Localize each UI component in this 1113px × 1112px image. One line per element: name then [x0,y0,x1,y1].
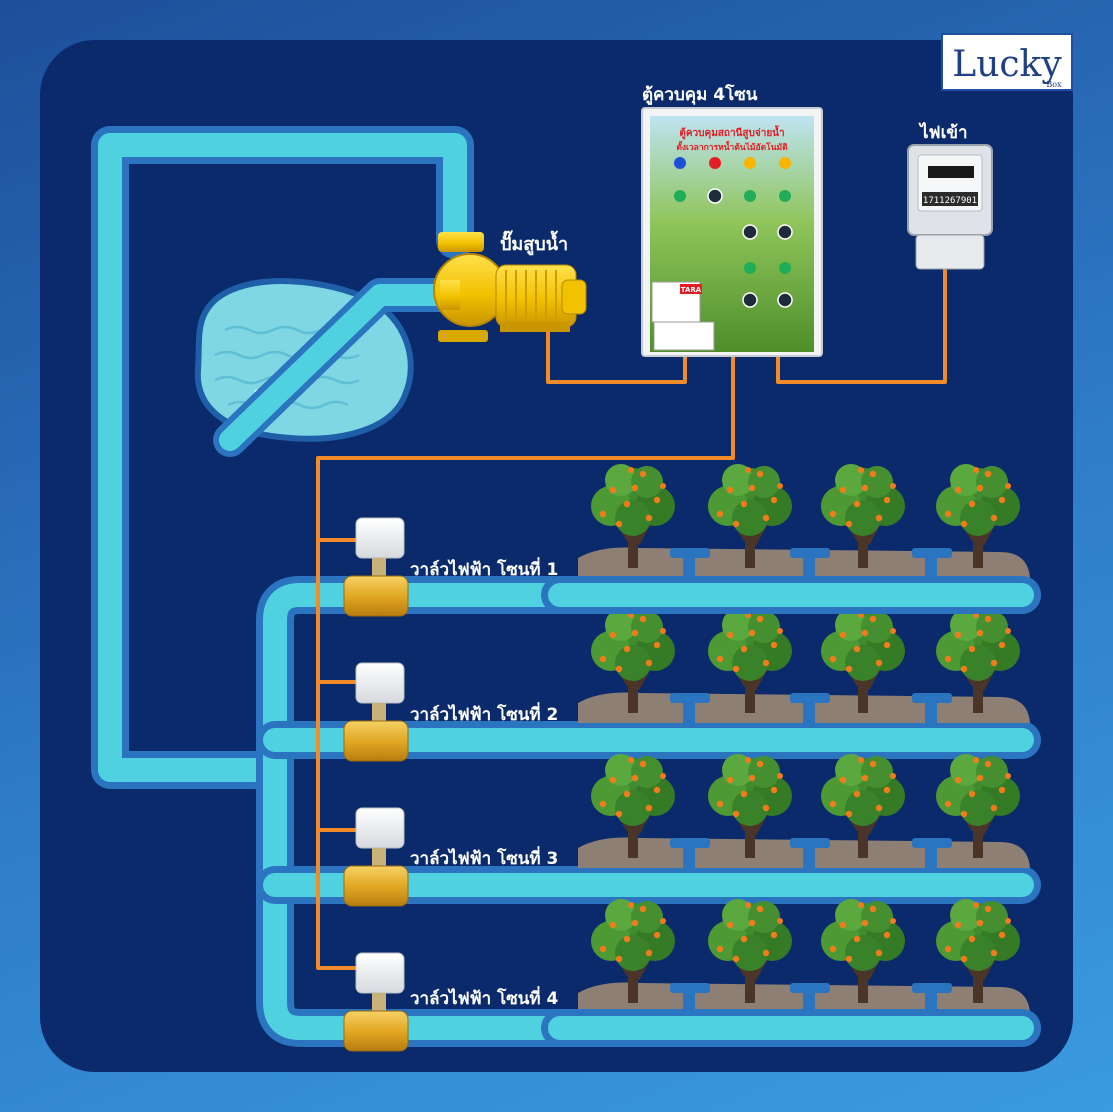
panel-header-line2: ตั้งเวลาการหน้ำต้นไม้อัตโนมัติ [676,140,788,153]
panel-indicator-lights [674,157,791,274]
electric-valve-zone-4 [343,952,409,1052]
electric-valve-zone-1 [343,517,409,617]
lucky-box-logo: Lucky Box [941,33,1073,91]
panel-selector-dials [707,188,793,308]
control-wires [316,268,947,970]
logo-subtext: Box [1046,80,1062,89]
panel-info-sticker: TARA [651,281,715,351]
panel-brand-tag: TARA [681,286,702,294]
water-pump [433,232,587,342]
valve-label-zone-1: วาล์วไฟฟ้า โซนที่ 1 [410,557,558,580]
power-in-label: ไฟเข้า [918,122,968,143]
valve-label-zone-2: วาล์วไฟฟ้า โซนที่ 2 [410,702,558,725]
meter-reading: 1711267901 [923,196,977,206]
zone-row-2 [578,609,1030,725]
electric-valve-zone-3 [343,807,409,907]
control-box: ตู้ควบคุมสถานีสูบจ่ายน้ำ ตั้งเวลาการหน้ำ… [641,107,823,357]
electric-meter: 1711267901 [907,144,993,270]
valve-label-zone-4: วาล์วไฟฟ้า โซนที่ 4 [410,986,559,1009]
valve-label-zone-3: วาล์วไฟฟ้า โซนที่ 3 [410,846,558,869]
zone-row-3 [578,754,1030,870]
panel-header-line1: ตู้ควบคุมสถานีสูบจ่ายน้ำ [679,125,784,140]
electric-valve-zone-2 [343,662,409,762]
pump-label: ปั๊มสูบน้ำ [500,230,568,256]
control-box-label: ตู้ควบคุม 4โซน [642,84,758,106]
logo-text: Lucky [952,44,1062,85]
zone-row-1 [578,464,1030,580]
